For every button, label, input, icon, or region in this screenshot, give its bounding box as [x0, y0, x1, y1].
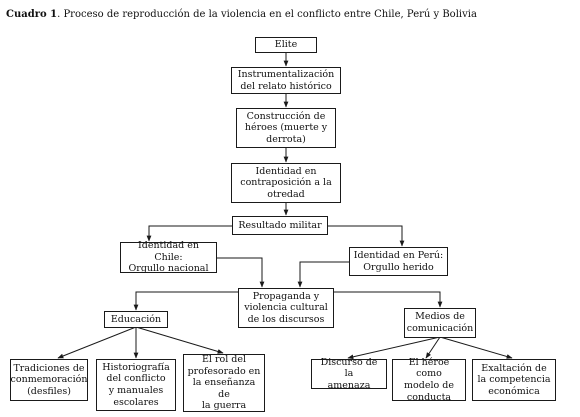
- arrow-resultado-to-chile: [146, 225, 232, 242]
- node-heroe-modelo: El héroe como modelo de conducta: [392, 357, 466, 403]
- node-discurso-amenaza: Discurso de la amenaza: [311, 357, 387, 391]
- arrow-propaganda-to-medios: [334, 291, 443, 308]
- node-construccion-heroes: Construcción de héroes (muerte y derrota…: [236, 108, 336, 148]
- arrow-medios-to-discurso: [347, 336, 441, 360]
- node-identidad-chile: Identidad en Chile: Orgullo nacional: [120, 240, 217, 274]
- node-identidad-peru: Identidad en Perú: Orgullo herido: [349, 247, 448, 276]
- node-medios-comunicacion: Medios de comunicación: [404, 308, 476, 338]
- arrow-medios-to-exaltacion: [439, 336, 513, 359]
- node-resultado-militar: Resultado militar: [232, 216, 328, 235]
- node-rol-profesorado: El rol del profesorado en la enseñanza d…: [183, 354, 265, 412]
- node-identidad-otredad: Identidad en contraposición a la otredad: [231, 163, 341, 203]
- arrow-resultado-to-peru: [328, 225, 405, 247]
- node-educacion: Educación: [104, 311, 168, 328]
- arrow-peru-to-propaganda: [297, 261, 349, 288]
- node-historiografia: Historiografía del conflicto y manuales …: [96, 359, 176, 411]
- arrow-educacion-to-tradiciones: [57, 326, 137, 359]
- arrow-educacion-to-profesorado: [135, 326, 224, 354]
- node-propaganda: Propaganda y violencia cultural de los d…: [238, 288, 334, 328]
- arrow-propaganda-to-educacion: [133, 291, 238, 311]
- arrow-medios-to-heroe: [425, 336, 441, 359]
- caption-label: Cuadro 1: [6, 9, 58, 20]
- figure-caption: Cuadro 1. Proceso de reproducción de la …: [6, 9, 477, 20]
- caption-text: . Proceso de reproducción de la violenci…: [57, 9, 477, 20]
- node-elite: Elite: [255, 37, 317, 53]
- node-exaltacion: Exaltación de la competencia económica: [472, 359, 556, 401]
- node-instrumentalizacion: Instrumentalización del relato histórico: [231, 67, 341, 94]
- node-tradiciones: Tradiciones de conmemoración (desfiles): [10, 359, 88, 401]
